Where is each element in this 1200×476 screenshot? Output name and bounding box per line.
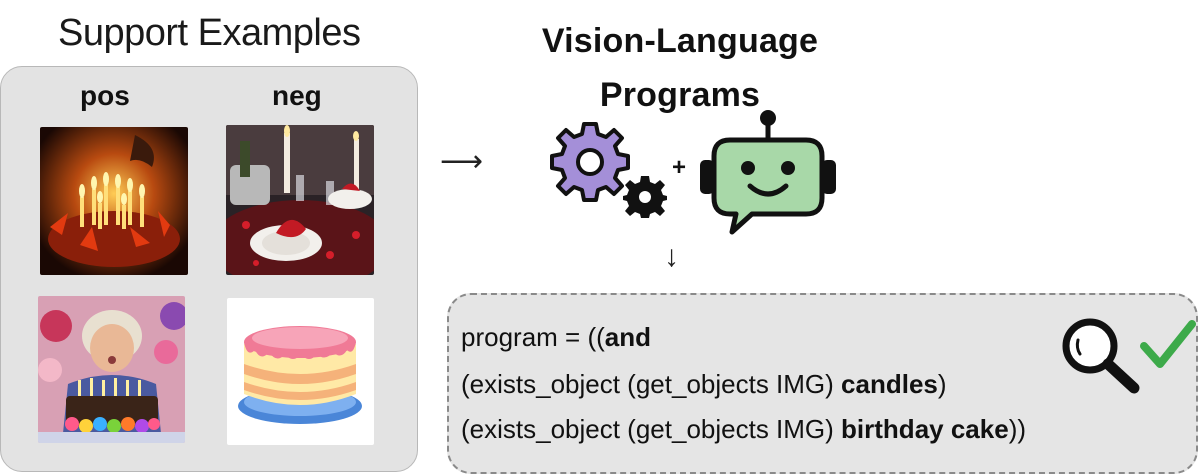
neg-column-label: neg: [272, 80, 322, 111]
program-line-3-text: (exists_object (get_objects IMG): [461, 414, 842, 444]
program-line-3-close: )): [1008, 414, 1027, 444]
program-line-1: program = ((and: [461, 322, 651, 353]
neg-image-cartoon-cake: [227, 298, 374, 445]
checkmark-icon: [1140, 318, 1196, 372]
vision-language-programs-title: Vision-Language Programs: [505, 14, 855, 122]
plus-sign: +: [672, 154, 687, 181]
gears-icon: [548, 122, 678, 222]
neg-image-dinner-table: [226, 125, 374, 275]
program-box: [447, 293, 1198, 474]
program-line-2-text: (exists_object (get_objects IMG): [461, 369, 842, 399]
vlp-title-line1: Vision-Language: [541, 22, 819, 60]
program-line-1-keyword: and: [604, 322, 651, 352]
down-arrow: ↓: [664, 240, 679, 273]
program-line-3-object: birthday cake: [841, 414, 1009, 444]
pos-column-label: pos: [80, 80, 130, 111]
robot-chat-icon: [698, 106, 838, 236]
vlp-title-line2: Programs: [599, 76, 761, 114]
right-arrow: ⟶: [440, 145, 484, 178]
program-line-2-object: candles: [841, 369, 938, 399]
program-line-2: (exists_object (get_objects IMG) candles…: [461, 369, 947, 400]
pos-image-woman-cake: [38, 296, 185, 443]
magnifier-icon: [1058, 316, 1144, 396]
support-examples-title: Support Examples: [58, 12, 361, 54]
program-line-3: (exists_object (get_objects IMG) birthda…: [461, 414, 1026, 445]
pos-image-candles-cake: [40, 127, 188, 275]
program-line-2-close: ): [937, 369, 947, 399]
program-line-1-text: program = ((: [461, 322, 605, 352]
